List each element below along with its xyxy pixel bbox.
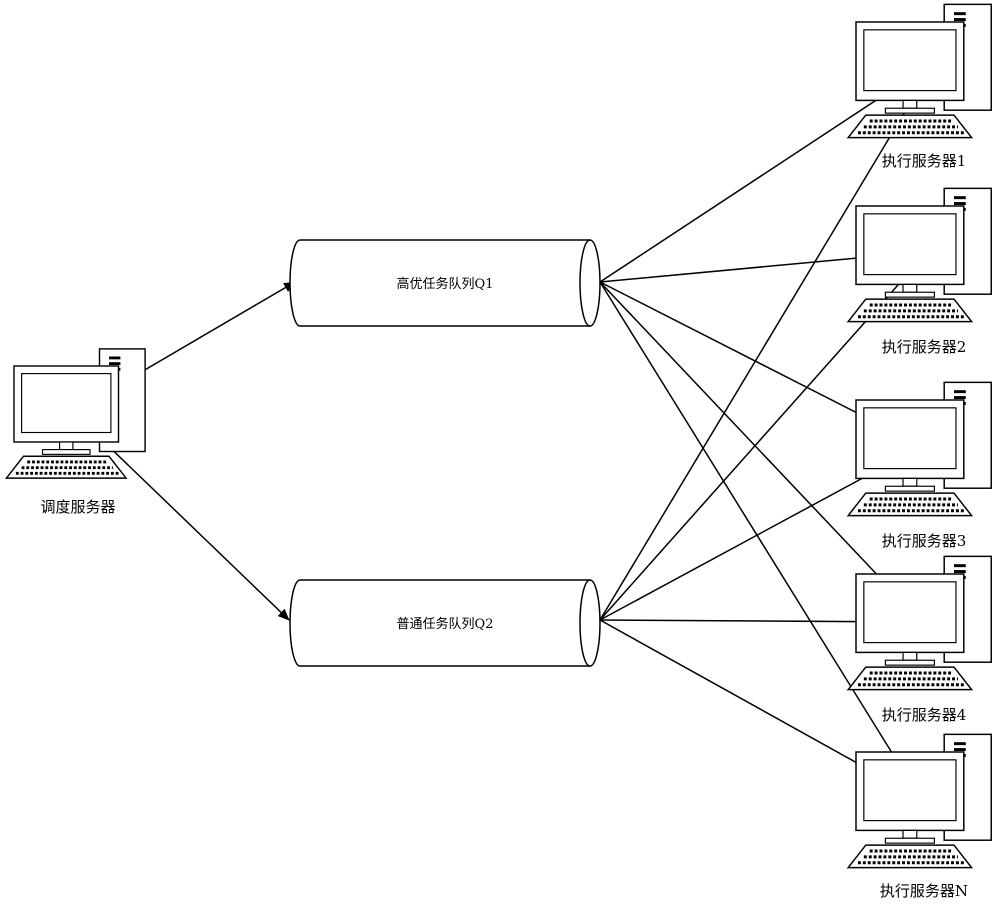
queue-q1-label: 高优任务队列Q1: [397, 276, 494, 292]
queue-q1: 高优任务队列Q1: [289, 239, 601, 327]
exec-server-N: 执行服务器N: [846, 732, 993, 900]
queue-q2-label: 普通任务队列Q2: [397, 616, 494, 632]
arrow-q1-to-s4: [599, 281, 921, 621]
exec-server-1: 执行服务器1: [846, 2, 993, 170]
exec-server-3-label: 执行服务器3: [882, 532, 967, 550]
computer-icon: [846, 380, 993, 518]
exec-server-3: 执行服务器3: [846, 380, 993, 550]
computer-icon: [4, 347, 147, 480]
exec-server-N-label: 执行服务器N: [880, 882, 968, 900]
computer-icon: [846, 2, 993, 140]
exec-server-4-label: 执行服务器4: [882, 706, 967, 724]
arrow-q1-to-s1: [599, 69, 923, 283]
exec-server-2-label: 执行服务器2: [882, 338, 967, 356]
dispatch-server: 调度服务器: [4, 347, 147, 516]
arrow-q1-to-sN: [599, 281, 921, 799]
dispatch-server-label: 调度服务器: [40, 498, 115, 516]
arrow-q2-to-s1: [599, 79, 925, 621]
queue-q2: 普通任务队列Q2: [289, 579, 601, 667]
exec-server-2: 执行服务器2: [846, 186, 993, 356]
connection-lines: [72, 69, 925, 799]
computer-icon: [846, 554, 993, 692]
computer-icon: [846, 732, 993, 870]
computer-icon: [846, 186, 993, 324]
exec-server-1-label: 执行服务器1: [882, 152, 967, 170]
exec-server-4: 执行服务器4: [846, 554, 993, 724]
